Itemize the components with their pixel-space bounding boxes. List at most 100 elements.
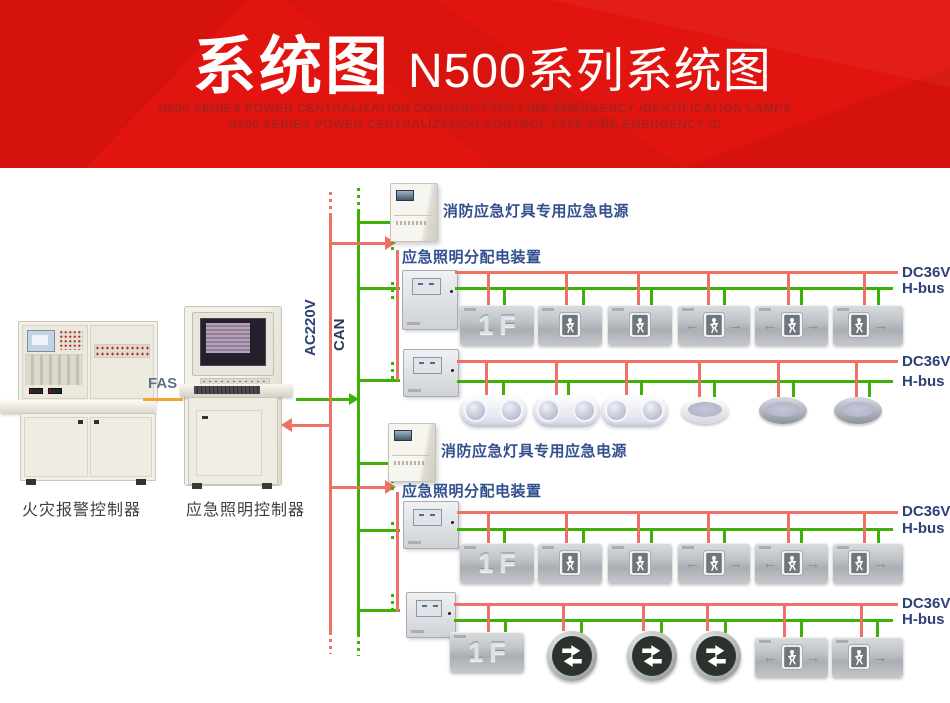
cabinet-right-panel — [90, 325, 154, 399]
wire-green-dotted-riser — [391, 282, 394, 302]
exit-sign-double-arrow: ← → — [678, 543, 750, 583]
h-bus-label: H-bus — [902, 280, 945, 297]
lamp-lens-left — [605, 399, 628, 422]
distribution-tag — [407, 322, 420, 325]
wire-can-bus — [357, 210, 360, 634]
round-evacuation-sign — [547, 631, 597, 681]
psu-seam — [394, 215, 432, 216]
distribution-box — [403, 501, 459, 549]
wire-red-drop — [487, 274, 490, 305]
downlight-diffuser — [766, 402, 800, 417]
wire-green-drop — [800, 290, 803, 305]
page-subtitle: N500系列系统图 — [408, 45, 772, 98]
wire-red-drop — [707, 514, 710, 543]
sign-face — [696, 636, 736, 676]
red-arrowhead-right — [385, 236, 396, 250]
floor-sign-text: 1F — [478, 547, 522, 578]
emergency-lighting-controller-caption: 应急照明控制器 — [186, 502, 306, 519]
exit-sign-man — [608, 305, 672, 345]
page-title: 系统图 — [193, 32, 391, 102]
wire-dc36v-bus — [457, 511, 898, 514]
exit-sign-man — [538, 305, 602, 345]
red-arrowhead-right — [385, 480, 396, 494]
fas-label: FAS — [148, 375, 178, 392]
cabinet-readout — [48, 388, 62, 394]
arrow-left-icon: ← — [685, 316, 700, 334]
english-subtitle-line2: N500 SERIES POWER CENTRALIZATION CONTROL… — [228, 117, 722, 131]
distribution-tag — [408, 541, 421, 544]
wire-green-drop — [723, 531, 726, 543]
arrow-right-icon: → — [873, 554, 888, 572]
double-arrow-icon — [701, 641, 731, 671]
distribution-display — [413, 509, 442, 526]
distribution-dot — [451, 369, 454, 372]
exit-sign-right-arrow: → — [833, 543, 903, 583]
console-foot — [262, 483, 272, 489]
distribution-tag — [408, 389, 421, 392]
downlight-lamp — [681, 397, 729, 424]
exit-sign-man — [538, 543, 602, 583]
wire-red-drop — [855, 363, 858, 397]
wire-can-to-dist3 — [360, 529, 400, 532]
wire-can-to-dist1 — [360, 287, 400, 290]
wire-red-drop — [485, 363, 488, 395]
wire-red-drop — [565, 274, 568, 305]
wire-green-drop — [660, 622, 663, 633]
wire-green-drop — [868, 383, 871, 397]
round-evacuation-sign — [627, 631, 677, 681]
wire-green-dotted-riser — [391, 362, 394, 380]
lamp-lens-right — [573, 399, 596, 422]
arrow-right-icon: → — [805, 554, 821, 572]
h-bus-label: H-bus — [902, 373, 945, 390]
psu-display — [394, 430, 412, 441]
distribution-box — [403, 349, 459, 397]
dc36v-label: DC36V — [902, 503, 950, 520]
wire-dc36v-bus — [454, 603, 898, 606]
lamp-lens-right — [500, 399, 523, 422]
twin-spot-lamp — [460, 395, 527, 427]
wire-red-drop — [777, 363, 780, 397]
power-supply-label-2: 消防应急灯具专用应急电源 — [441, 443, 628, 460]
round-evacuation-sign — [691, 631, 741, 681]
power-supply-box — [390, 183, 438, 242]
double-arrow-icon — [557, 641, 587, 671]
wire-red-drop — [860, 606, 863, 637]
cabinet-foot — [136, 479, 146, 485]
wire-can-to-dist4 — [360, 609, 400, 612]
wire-red-drop — [562, 606, 565, 631]
wire-red-drop — [787, 274, 790, 305]
wire-red-drop — [863, 514, 866, 543]
running-man-icon — [559, 550, 581, 576]
wire-ac-to-group1 — [329, 242, 386, 245]
wire-red-drop — [642, 606, 645, 631]
ac220v-label: AC220V — [302, 299, 319, 356]
distribution-dot — [448, 612, 451, 615]
door-handle — [78, 420, 83, 424]
running-man-icon — [781, 550, 803, 576]
arrow-left-icon: ← — [762, 648, 778, 666]
double-arrow-icon — [637, 641, 667, 671]
wire-dc36v-bus — [455, 271, 898, 274]
exit-sign-right-arrow: → — [833, 305, 903, 345]
wire-red-drop — [637, 274, 640, 305]
distribution-box — [406, 592, 456, 638]
wire-green-drop — [503, 290, 506, 305]
wire-ac-to-group2 — [329, 486, 386, 489]
wire-fas-orange — [143, 398, 183, 401]
floor-sign: 1F — [450, 632, 524, 672]
running-man-icon — [629, 312, 651, 338]
arrow-right-icon: → — [728, 316, 743, 334]
console-foot — [192, 483, 202, 489]
wire-dc36v-bus — [457, 360, 898, 363]
arrow-left-icon: ← — [762, 554, 778, 572]
console-screen-content — [206, 323, 250, 353]
psu-display — [396, 190, 414, 201]
wire-red-riser-group1 — [396, 250, 399, 380]
wire-can-dotted-bottom — [357, 634, 360, 656]
dc36v-label: DC36V — [902, 595, 950, 612]
psu-vent — [396, 221, 426, 225]
wire-green-drop — [504, 622, 507, 634]
distribution-display — [416, 600, 442, 617]
running-man-icon — [781, 312, 803, 338]
